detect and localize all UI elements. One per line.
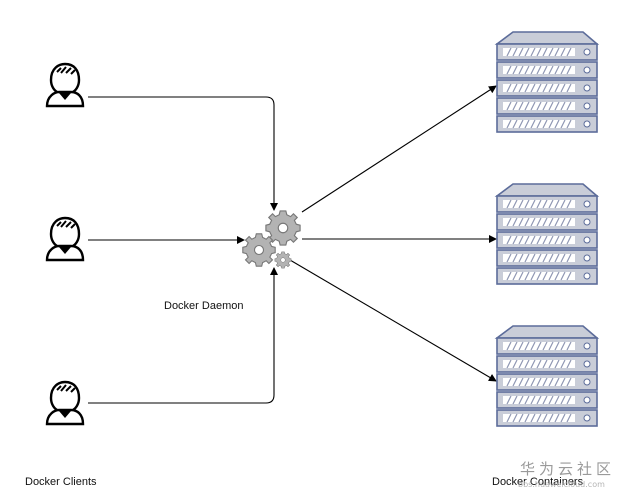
server-stack-icon <box>494 325 600 427</box>
connector-container-1 <box>301 85 497 213</box>
gears-icon <box>242 210 301 269</box>
server-stack-icon <box>494 183 600 285</box>
user-icon <box>45 216 85 262</box>
connector-client-3 <box>88 267 278 404</box>
daemon-label: Docker Daemon <box>164 300 244 312</box>
user-icon <box>45 62 85 108</box>
connector-container-3 <box>289 259 497 382</box>
containers-label: Docker Containers <box>492 476 584 488</box>
server-stack-icon <box>494 31 600 133</box>
user-icon <box>45 380 85 426</box>
watermark-url: bbs.huaweicloud.com <box>518 480 605 489</box>
clients-label: Docker Clients <box>25 476 97 488</box>
watermark-title: 华为云社区 <box>520 460 616 478</box>
connector-client-1 <box>88 96 278 211</box>
